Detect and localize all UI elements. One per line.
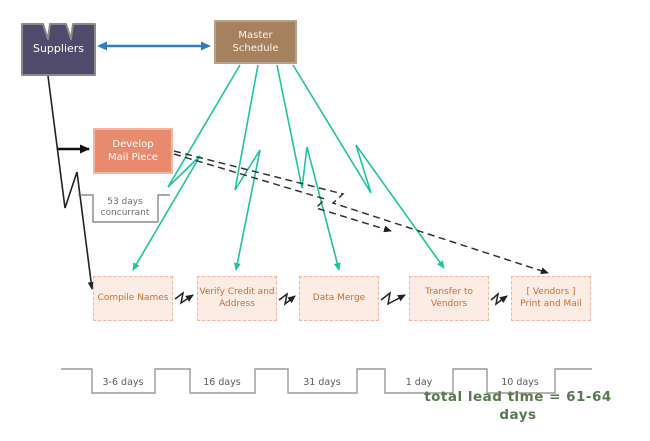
schedule-info-arrow-transfer xyxy=(292,64,445,269)
process-step-verify-credit: Verify Credit and Address xyxy=(197,276,277,321)
duration-label-4: 1 day xyxy=(405,376,433,388)
duration-label-5: 10 days xyxy=(501,376,539,388)
develop-mail-piece-node: Develop Mail Piece xyxy=(93,128,173,174)
concurrent-bracket xyxy=(78,194,170,223)
total-lead-time-label: total lead time = 61-64 days xyxy=(424,389,612,423)
develop-dashed-arrow-vendors xyxy=(173,150,549,275)
develop-dashed-arrow-short xyxy=(173,153,392,233)
schedule-info-arrow-compile xyxy=(132,64,241,271)
duration-label-1: 3-6 days xyxy=(102,376,144,388)
schedule-info-arrow-merge xyxy=(276,64,341,271)
lead-time-ladder xyxy=(61,368,592,394)
process-step-transfer-vendors: Transfer to Vendors xyxy=(409,276,489,321)
push-arrow-2 xyxy=(278,292,296,306)
master-schedule-node: Master Schedule xyxy=(214,20,297,64)
suppliers-node-label: Suppliers xyxy=(32,42,85,56)
process-step-vendors-print-mail: [ Vendors ] Print and Mail xyxy=(511,276,591,321)
blue-arrowhead-right xyxy=(201,41,211,51)
push-arrow-4 xyxy=(490,292,508,306)
blue-arrowhead-left xyxy=(97,41,107,51)
schedule-info-arrow-verify xyxy=(233,64,261,271)
factory-shape xyxy=(21,23,96,76)
concurrent-note: 53 days concurrant xyxy=(100,196,150,218)
duration-label-2: 16 days xyxy=(203,376,241,388)
push-arrow-3 xyxy=(380,291,406,306)
duration-label-3: 31 days xyxy=(303,376,341,388)
process-step-compile-names: Compile Names xyxy=(93,276,173,321)
suppliers-to-compile-arrow xyxy=(47,75,95,290)
process-step-data-merge: Data Merge xyxy=(299,276,379,321)
push-arrow-1 xyxy=(174,291,194,305)
